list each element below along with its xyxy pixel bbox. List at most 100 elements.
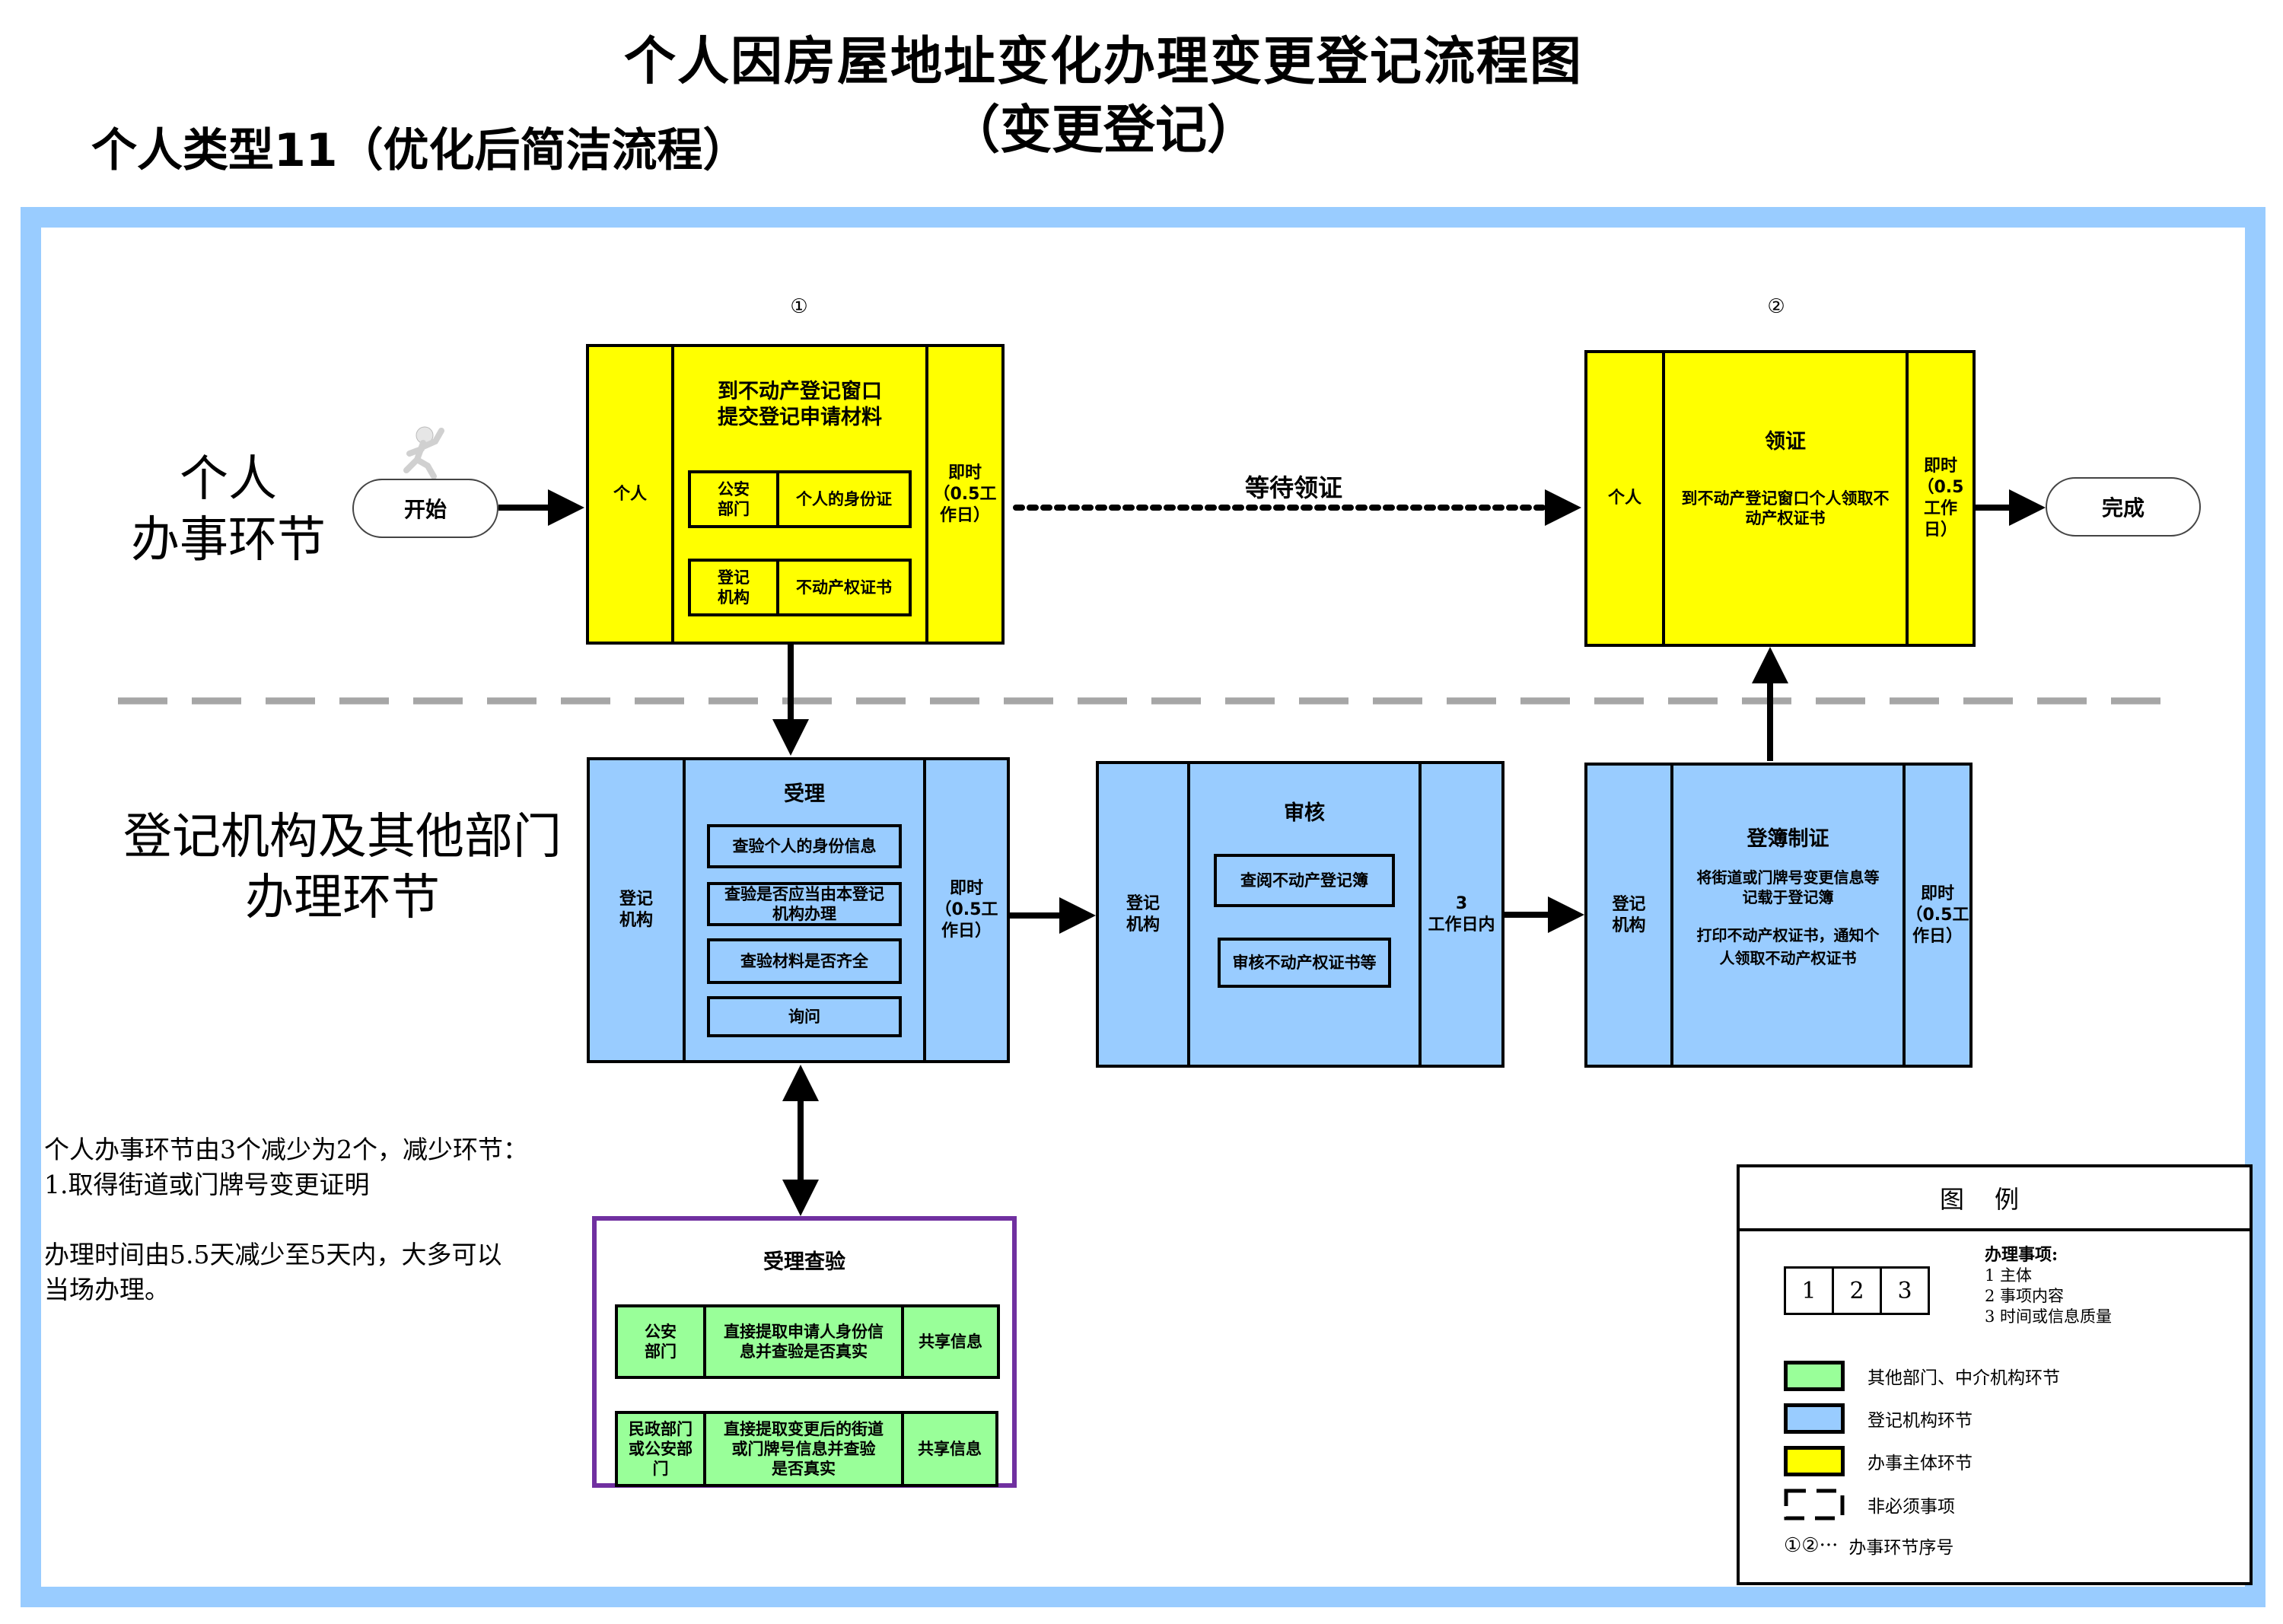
sequence-symbol-icon: ①②··· bbox=[1784, 1534, 1839, 1557]
step-heading: 领证 bbox=[1765, 430, 1806, 454]
step-description: 打印不动产权证书，通知个 人领取不动产权证书 bbox=[1697, 924, 1880, 970]
legend-desc-heading: 办理事项: bbox=[1985, 1245, 2059, 1265]
material-source: 登记机构 bbox=[718, 568, 750, 607]
time-line: 即时 bbox=[1920, 884, 1954, 903]
step-review: 登记 机构 审核 查阅不动产登记簿 审核不动产权证书等 3 工作日内 bbox=[1096, 761, 1504, 1068]
step-subject: 登记 机构 bbox=[590, 760, 683, 1060]
time-line: 作日） bbox=[1912, 926, 1963, 946]
material-row: 公安部门 个人的身份证 bbox=[688, 470, 912, 528]
step-content: 受理 查验个人的身份信息 查验是否应当由本登记机构办理 查验材料是否齐全 询问 bbox=[683, 760, 923, 1060]
step-content: 领证 到不动产登记窗口个人领取不 动产权证书 bbox=[1662, 353, 1906, 644]
time-line: 日） bbox=[1923, 521, 1957, 540]
end-terminal: 完成 bbox=[2046, 477, 2201, 537]
legend-label: 非必须事项 bbox=[1867, 1497, 1955, 1517]
time-line: 工作 bbox=[1923, 499, 1957, 518]
legend-title: 图例 bbox=[1740, 1167, 2250, 1231]
step-register-issue: 登记 机构 登簿制证 将街道或门牌号变更信息等 记载于登记簿 打印不动产权证书，… bbox=[1584, 763, 1973, 1068]
lane-label-line: 办事环节 bbox=[131, 512, 326, 568]
step-content: 审核 查阅不动产登记簿 审核不动产权证书等 bbox=[1187, 764, 1419, 1065]
subject-label: 个人 bbox=[613, 484, 647, 504]
legend-desc-line: 3 时间或信息质量 bbox=[1985, 1307, 2113, 1326]
page-title: 个人因房屋地址变化办理变更登记流程图 bbox=[623, 32, 1583, 92]
review-item: 审核不动产权证书等 bbox=[1218, 938, 1391, 988]
legend-desc-line: 2 事项内容 bbox=[1985, 1287, 2065, 1305]
material-item: 个人的身份证 bbox=[776, 473, 909, 525]
step-time: 3 工作日内 bbox=[1419, 764, 1501, 1065]
description-line: 将街道或门牌号变更信息等 bbox=[1696, 868, 1880, 887]
legend-swatch-yellow bbox=[1784, 1446, 1845, 1476]
lane-label-line: 登记机构及其他部门 bbox=[123, 809, 562, 865]
verify-row: 公安部门 直接提取申请人身份信息并查验是否真实 共享信息 bbox=[615, 1304, 1000, 1379]
time-line: 即时 bbox=[1923, 457, 1957, 476]
legend-number-boxes: 1 2 3 bbox=[1784, 1266, 1930, 1315]
start-terminal: 开始 bbox=[352, 479, 498, 538]
page-title-subline: （变更登记） bbox=[947, 100, 1259, 161]
review-item: 查阅不动产登记簿 bbox=[1214, 854, 1395, 907]
time-line: 即时 bbox=[949, 879, 983, 898]
material-item: 不动产权证书 bbox=[776, 562, 909, 613]
legend-number: 2 bbox=[1832, 1269, 1880, 1313]
step-time: 即时 （0.5工 作日） bbox=[1902, 766, 1969, 1065]
description-line: 到不动产登记窗口个人领取不 bbox=[1681, 489, 1890, 508]
note-line: 办理时间由5.5天减少至5天内，大多可以 bbox=[44, 1240, 502, 1269]
subject-label: 个人 bbox=[1607, 489, 1641, 508]
step-heading: 登簿制证 bbox=[1746, 827, 1829, 851]
step-content: 到不动产登记窗口 提交登记申请材料 公安部门 个人的身份证 登记机构 不动产权证… bbox=[671, 347, 925, 642]
note-line: 1.取得街道或门牌号变更证明 bbox=[44, 1170, 370, 1199]
time-line: （0.5工 bbox=[933, 484, 997, 504]
wait-label: 等待领证 bbox=[1244, 473, 1342, 502]
legend-number: 3 bbox=[1880, 1269, 1928, 1313]
material-source: 公安部门 bbox=[718, 480, 750, 518]
verify-mode: 共享信息 bbox=[901, 1307, 997, 1376]
check-item: 查验个人的身份信息 bbox=[707, 824, 902, 868]
step-heading: 受理 bbox=[784, 782, 825, 806]
check-item: 询问 bbox=[707, 996, 902, 1037]
verify-dept: 民政部门或公安部门 bbox=[629, 1420, 693, 1478]
verify-mode: 共享信息 bbox=[901, 1414, 995, 1484]
step-time: 即时 （0.5工 作日） bbox=[925, 347, 1001, 642]
legend-entry-sequence: ①②··· 办事环节序号 bbox=[1784, 1533, 1953, 1559]
subject-label: 机构 bbox=[1612, 915, 1646, 935]
step-subject: 个人 bbox=[589, 347, 671, 642]
lane-label-line: 办理环节 bbox=[245, 870, 440, 926]
legend-entry-optional: 非必须事项 bbox=[1784, 1489, 1955, 1521]
note-line: 个人办事环节由3个减少为2个，减少环节： bbox=[44, 1135, 528, 1164]
material-row: 登记机构 不动产权证书 bbox=[688, 559, 912, 616]
verify-row: 民政部门或公安部门 直接提取变更后的街道或门牌号信息并查验是否真实 共享信息 bbox=[615, 1411, 998, 1487]
step-description: 将街道或门牌号变更信息等 记载于登记簿 bbox=[1697, 868, 1880, 907]
check-item: 查验材料是否齐全 bbox=[707, 938, 902, 984]
step-submit-materials: 个人 到不动产登记窗口 提交登记申请材料 公安部门 个人的身份证 登记机构 不动… bbox=[586, 344, 1005, 645]
time-line: 工作日内 bbox=[1428, 915, 1495, 935]
step-description: 到不动产登记窗口个人领取不 动产权证书 bbox=[1682, 489, 1890, 528]
description-line: 人领取不动产权证书 bbox=[1719, 949, 1857, 967]
step-heading: 审核 bbox=[1284, 801, 1325, 825]
note-line: 当场办理。 bbox=[44, 1275, 170, 1304]
time-line: 即时 bbox=[947, 463, 982, 482]
verify-content: 直接提取申请人身份信息并查验是否真实 bbox=[703, 1307, 901, 1376]
step-time: 即时 （0.5工 作日） bbox=[923, 760, 1007, 1060]
description-line: 打印不动产权证书，通知个 bbox=[1696, 926, 1880, 944]
runner-icon bbox=[403, 426, 444, 479]
improvement-notes: 个人办事环节由3个减少为2个，减少环节： 1.取得街道或门牌号变更证明 办理时间… bbox=[44, 1132, 528, 1307]
step-accept: 登记 机构 受理 查验个人的身份信息 查验是否应当由本登记机构办理 查验材料是否… bbox=[587, 757, 1010, 1063]
legend: 图例 1 2 3 办理事项: 1 主体 2 事项内容 3 时间或信息质量 其他部… bbox=[1737, 1164, 2253, 1585]
subject-label: 机构 bbox=[619, 911, 653, 930]
legend-label: 办事主体环节 bbox=[1867, 1454, 1973, 1473]
verify-content: 直接提取变更后的街道或门牌号信息并查验是否真实 bbox=[703, 1414, 901, 1484]
subject-label: 机构 bbox=[1126, 915, 1160, 935]
time-line: 作日） bbox=[941, 922, 992, 941]
step-heading: 受理查验 bbox=[763, 1250, 845, 1274]
check-item: 查验是否应当由本登记机构办理 bbox=[707, 882, 902, 926]
legend-number: 1 bbox=[1801, 1277, 1817, 1304]
step-verify: 受理查验 公安部门 直接提取申请人身份信息并查验是否真实 共享信息 民政部门或公… bbox=[592, 1216, 1017, 1488]
process-type-subtitle: 个人类型11（优化后简洁流程） bbox=[91, 124, 749, 177]
heading-line: 到不动产登记窗口 bbox=[718, 380, 882, 403]
subject-label: 登记 bbox=[1126, 893, 1160, 913]
dashed-box-icon bbox=[1784, 1489, 1845, 1521]
time-line: 3 bbox=[1455, 893, 1468, 913]
step-subject: 登记 机构 bbox=[1587, 766, 1670, 1065]
description-line: 记载于登记簿 bbox=[1742, 888, 1834, 906]
verify-dept: 公安部门 bbox=[645, 1323, 677, 1361]
description-line: 动产权证书 bbox=[1745, 509, 1826, 527]
